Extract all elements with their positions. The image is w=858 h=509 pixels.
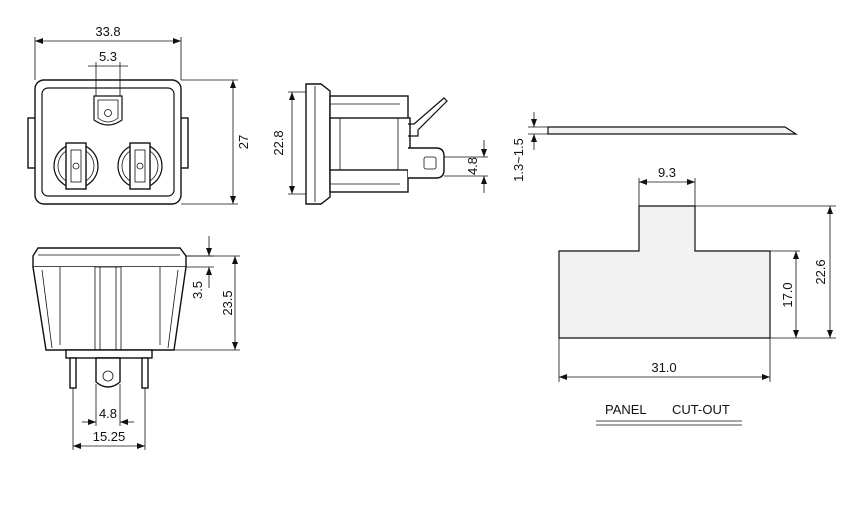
- side-flange: [305, 83, 331, 205]
- left-slot: [53, 142, 99, 190]
- dim-body-height: 17.0: [770, 250, 800, 338]
- bottom-body: [32, 266, 187, 351]
- dim-terminal-width: 4.8: [82, 384, 134, 426]
- caption-cutout: CUT-OUT: [672, 402, 730, 417]
- caption-panel: PANEL: [605, 402, 647, 417]
- dim-terminal-span-label: 15.25: [93, 429, 126, 444]
- dim-front-width: 33.8: [34, 24, 182, 80]
- dim-cutout-width: 31.0: [558, 338, 771, 382]
- front-view: 33.8 5.3 27: [27, 24, 251, 205]
- dim-flange: 3.5: [186, 236, 214, 299]
- ground-hole: [93, 95, 123, 126]
- dim-tab-width-label: 9.3: [658, 165, 676, 180]
- dim-side-height: 22.8: [271, 91, 306, 195]
- side-latch-window: [329, 117, 411, 171]
- dim-panel-thickness-label: 1.3~1.5: [511, 138, 526, 182]
- dim-ground-width: 5.3: [88, 49, 128, 96]
- dim-depth-label: 23.5: [220, 290, 235, 315]
- dim-front-width-label: 33.8: [95, 24, 120, 39]
- dim-depth: 23.5: [174, 255, 240, 351]
- bottom-view: 3.5 23.5 4.8 15.25: [32, 236, 240, 450]
- dim-terminal-width-label: 4.8: [99, 406, 117, 421]
- panel-profile: 1.3~1.5: [511, 112, 799, 182]
- dim-terminal-label: 4.8: [465, 157, 480, 175]
- dim-cutout-width-label: 31.0: [651, 360, 676, 375]
- dim-front-height-label: 27: [236, 135, 251, 149]
- dim-terminal: 4.8: [444, 140, 488, 193]
- side-terminal: [408, 147, 445, 179]
- bottom-flange: [32, 247, 187, 268]
- front-body-outline: [34, 79, 182, 205]
- side-view: 22.8 4.8: [271, 83, 488, 205]
- dim-side-height-label: 22.8: [271, 130, 286, 155]
- panel-plate: [547, 126, 799, 135]
- bottom-terminals: [65, 349, 153, 389]
- dim-flange-label: 3.5: [190, 281, 205, 299]
- dim-front-height: 27: [181, 79, 251, 205]
- panel-cutout: 9.3 22.6 17.0 31.0 PANEL CUT-OUT: [558, 165, 836, 426]
- cutout-caption: PANEL CUT-OUT: [596, 402, 742, 426]
- cutout-shape: [558, 205, 771, 339]
- right-slot: [117, 142, 163, 190]
- dim-total-height-label: 22.6: [813, 259, 828, 284]
- dim-tab-width: 9.3: [638, 165, 696, 206]
- front-face-inner: [41, 87, 175, 197]
- dim-body-height-label: 17.0: [780, 282, 795, 307]
- dim-terminal-span: 15.25: [72, 388, 146, 450]
- side-ground-clip: [408, 97, 448, 137]
- dim-total-height: 22.6: [695, 205, 836, 339]
- dim-ground-width-label: 5.3: [99, 49, 117, 64]
